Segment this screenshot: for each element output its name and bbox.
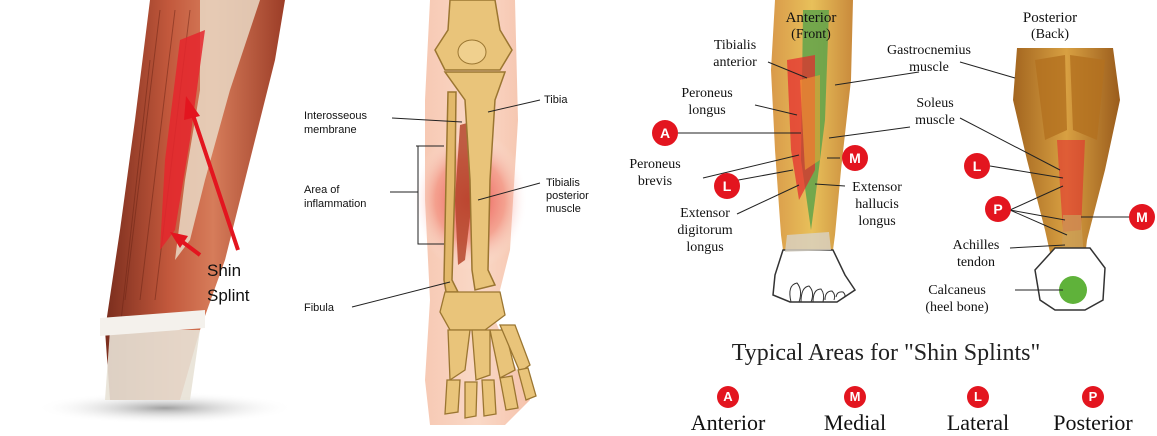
svg-text:P: P [993, 201, 1002, 217]
peroneus-longus-label-2: longus [688, 103, 725, 118]
skeleton-leg-diagram: Interosseous membrane Tibia Area of infl… [300, 0, 630, 435]
inflammation-label-2: inflammation [304, 198, 366, 210]
patella [458, 40, 486, 64]
legend-item-anterior: A Anterior [668, 386, 788, 436]
legend-item-lateral: L Lateral [918, 386, 1038, 436]
interosseous-label-1: Interosseous [304, 110, 367, 122]
anterior-title: Anterior [786, 10, 837, 26]
legend-item-medial: M Medial [795, 386, 915, 436]
tibialis-posterior-label-3: muscle [546, 203, 581, 215]
peroneus-brevis-label-1: Peroneus [629, 157, 680, 172]
legend-title: Typical Areas for "Shin Splints" [615, 340, 1157, 367]
peroneus-brevis-label-2: brevis [638, 174, 672, 189]
badge-L-anterior: L [714, 173, 740, 199]
extensor-digitorum-label-1: Extensor [680, 206, 730, 221]
svg-text:M: M [849, 150, 861, 166]
extensor-hallucis-label-3: longus [858, 214, 895, 229]
extensor-digitorum-label-3: longus [686, 240, 723, 255]
achilles-label-2: tendon [957, 255, 995, 270]
legend-label-anterior: Anterior [668, 410, 788, 436]
legend-label-lateral: Lateral [918, 410, 1038, 436]
legend-label-posterior: Posterior [1033, 410, 1153, 436]
svg-text:L: L [973, 158, 982, 174]
calcaneus-green [1059, 276, 1087, 304]
badge-A: A [652, 120, 678, 146]
tibialis-posterior-label-1: Tibialis [546, 177, 580, 189]
tibialis-anterior-label-2: anterior [713, 55, 757, 70]
achilles-label-1: Achilles [953, 238, 1000, 253]
peroneus-longus-label-1: Peroneus [681, 86, 732, 101]
extensor-digitorum-label-2: digitorum [677, 223, 732, 238]
tibialis-anterior-label-1: Tibialis [714, 38, 756, 53]
legend-badge-a: A [717, 386, 739, 408]
legend-badge-l: L [967, 386, 989, 408]
shin-label-line1: Shin [207, 261, 241, 280]
posterior-leg [1013, 48, 1120, 310]
calcaneus-label-1: Calcaneus [928, 283, 986, 298]
svg-text:A: A [660, 125, 670, 141]
badge-M-anterior: M [842, 145, 868, 171]
posterior-subtitle: (Back) [1031, 27, 1069, 42]
gastrocnemius-label-1: Gastrocnemius [887, 43, 971, 58]
soleus-label-2: muscle [915, 113, 955, 128]
extensor-hallucis-label-1: Extensor [852, 180, 902, 195]
tibia-label: Tibia [544, 94, 568, 106]
svg-text:L: L [723, 178, 732, 194]
legend-item-posterior: P Posterior [1033, 386, 1153, 436]
badge-P: P [985, 196, 1011, 222]
badge-M-posterior: M [1129, 204, 1155, 230]
legend-label-medial: Medial [795, 410, 915, 436]
badge-L-posterior: L [964, 153, 990, 179]
tibialis-posterior-label-2: posterior [546, 190, 589, 202]
ankle-tendons [105, 330, 200, 400]
posterior-title: Posterior [1023, 10, 1077, 26]
extensor-hallucis-label-2: hallucis [855, 197, 899, 212]
gastrocnemius-label-2: muscle [909, 60, 949, 75]
interosseous-label-2: membrane [304, 124, 357, 136]
soleus-label-1: Soleus [916, 96, 953, 111]
svg-text:M: M [1136, 209, 1148, 225]
anterior-leg [771, 0, 855, 302]
inflammation-label-1: Area of [304, 184, 340, 196]
shin-splint-leg-illustration: Shin Splint [0, 0, 320, 435]
fibula-label: Fibula [304, 302, 335, 314]
shin-label-line2: Splint [207, 286, 250, 305]
shin-splint-legend: Typical Areas for "Shin Splints" A Anter… [615, 338, 1157, 435]
calcaneus-label-2: (heel bone) [925, 300, 989, 315]
legend-badge-m: M [844, 386, 866, 408]
legend-badge-p: P [1082, 386, 1104, 408]
anterior-subtitle: (Front) [791, 27, 831, 42]
